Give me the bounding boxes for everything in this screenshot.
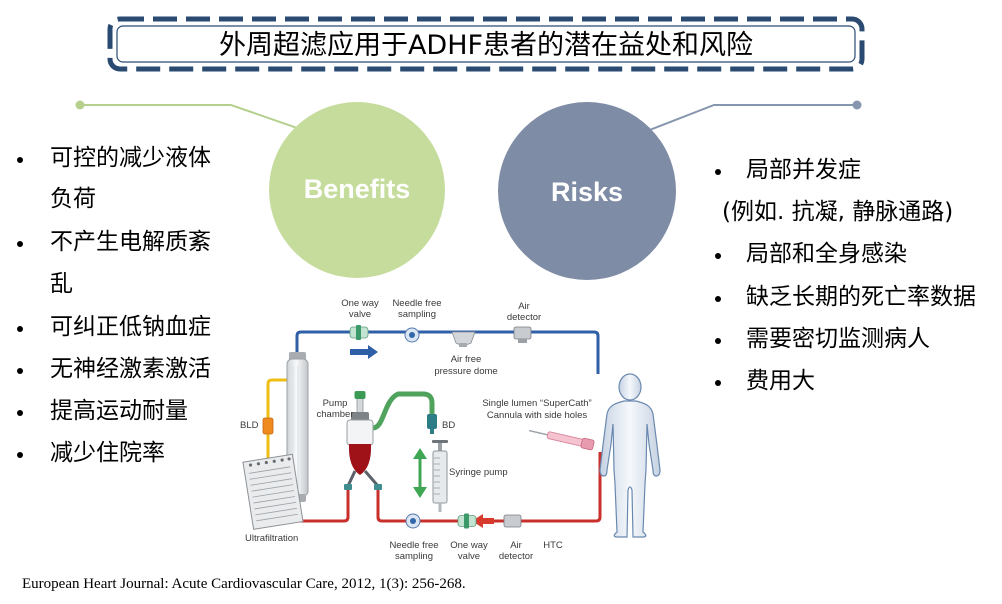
risks-connector-line <box>646 104 857 132</box>
label-htc: HTC <box>543 540 563 551</box>
benefits-label: Benefits <box>304 174 411 204</box>
benefit-item-3: 可纠正低钠血症 <box>50 314 211 340</box>
label-cannula-2: Cannula with side holes <box>487 410 588 421</box>
label-top-one-way-valve-2: valve <box>349 309 371 320</box>
label-pump-chamber-2: chamber <box>317 409 354 420</box>
arrow-right-icon <box>350 345 378 359</box>
label-bottom-air-detector-1: Air <box>510 540 522 551</box>
drain-bag-icon <box>242 453 304 530</box>
bullet-icon <box>715 296 721 302</box>
label-pressure-dome-1: Air free <box>451 354 482 365</box>
benefit-item-6: 减少住院率 <box>50 440 165 466</box>
label-bottom-one-way-valve-1: One way <box>450 540 488 551</box>
label-bld: BLD <box>240 420 259 431</box>
title-frame <box>107 16 865 72</box>
label-top-air-detector-2: detector <box>507 312 541 323</box>
bld-connector-icon <box>262 417 274 435</box>
needle-free-sampling-top-icon <box>404 327 420 343</box>
bullet-icon <box>715 380 721 386</box>
benefits-badge: Benefits <box>269 102 445 278</box>
patient-figure-icon <box>599 373 661 538</box>
benefits-circle <box>269 102 445 278</box>
ultrafiltration-circuit-diagram: One way valve Needle free sampling Air d… <box>240 298 661 562</box>
risk-item-3: 缺乏长期的死亡率数据 <box>746 284 976 310</box>
label-bottom-needle-free-sampling-1: Needle free <box>389 540 438 551</box>
label-pressure-dome-2: pressure dome <box>434 366 497 377</box>
green-tube <box>370 391 435 431</box>
bullet-icon <box>17 241 23 247</box>
bullet-icon <box>715 253 721 259</box>
label-bottom-one-way-valve-2: valve <box>458 551 480 562</box>
benefit-item-2-line-2: 乱 <box>50 271 73 297</box>
label-pump-chamber-1: Pump <box>323 398 348 409</box>
blue-blood-line <box>295 330 600 374</box>
benefit-item-1-line-2: 负荷 <box>50 186 96 212</box>
risks-circle <box>498 102 676 280</box>
air-detector-bottom-icon <box>503 514 522 528</box>
bullet-icon <box>17 326 23 332</box>
pump-chamber-icon <box>344 391 382 490</box>
double-arrow-icon <box>413 448 427 498</box>
title-frame-inner-border <box>116 25 856 63</box>
label-bottom-needle-free-sampling-2: sampling <box>395 551 433 562</box>
catheter-icon <box>528 429 595 451</box>
benefit-item-5: 提高运动耐量 <box>50 398 188 424</box>
arrow-left-icon <box>472 514 494 528</box>
label-top-one-way-valve-1: One way <box>341 298 379 309</box>
label-top-air-detector-1: Air <box>518 301 530 312</box>
benefits-connector-dot <box>75 100 85 110</box>
syringe-icon <box>432 440 448 512</box>
risk-item-1-line-1: 局部并发症 <box>746 157 861 183</box>
label-top-needle-free-sampling-1: Needle free <box>392 298 441 309</box>
citation: European Heart Journal: Acute Cardiovasc… <box>22 576 466 592</box>
label-top-needle-free-sampling-2: sampling <box>398 309 436 320</box>
label-syringe-pump: Syringe pump <box>449 467 508 478</box>
benefits-connector <box>75 100 301 130</box>
bullet-icon <box>17 157 23 163</box>
risks-badge: Risks <box>498 102 676 280</box>
bullet-icon <box>715 169 721 175</box>
slide-title: 外周超滤应用于ADHF患者的潜在益处和风险 <box>218 30 754 61</box>
label-bottom-air-detector-2: detector <box>499 551 533 562</box>
risk-item-5: 费用大 <box>746 368 815 394</box>
pressure-dome-icon <box>451 331 476 347</box>
risk-item-2: 局部和全身感染 <box>746 241 907 267</box>
bd-connector-icon <box>427 414 437 434</box>
label-bd: BD <box>442 420 455 431</box>
needle-free-sampling-bottom-icon <box>405 513 421 529</box>
benefit-item-2-line-1: 不产生电解质紊 <box>50 229 211 255</box>
one-way-valve-top-icon <box>349 325 369 340</box>
label-cannula-1: Single lumen “SuperCath” <box>482 398 591 409</box>
risks-connector <box>646 100 862 132</box>
label-ultrafiltration: Ultrafiltration <box>245 533 298 544</box>
red-blood-line-return <box>376 452 602 523</box>
bullet-icon <box>17 368 23 374</box>
ultrafiltrate-line <box>266 378 287 458</box>
benefit-item-4: 无神经激素激活 <box>50 356 211 382</box>
title-frame-dashed-border <box>107 16 865 72</box>
air-detector-top-icon <box>513 326 532 343</box>
benefit-item-1-line-1: 可控的减少液体 <box>50 145 211 171</box>
one-way-valve-bottom-icon <box>457 513 477 529</box>
bullet-icon <box>17 452 23 458</box>
risk-item-4: 需要密切监测病人 <box>746 326 930 352</box>
risks-connector-dot <box>852 100 862 110</box>
bullet-icon <box>715 338 721 344</box>
bullet-icon <box>17 410 23 416</box>
risks-label: Risks <box>551 177 623 207</box>
benefits-connector-line <box>80 104 301 130</box>
risk-item-1-line-2: (例如. 抗凝, 静脉通路) <box>722 199 954 225</box>
